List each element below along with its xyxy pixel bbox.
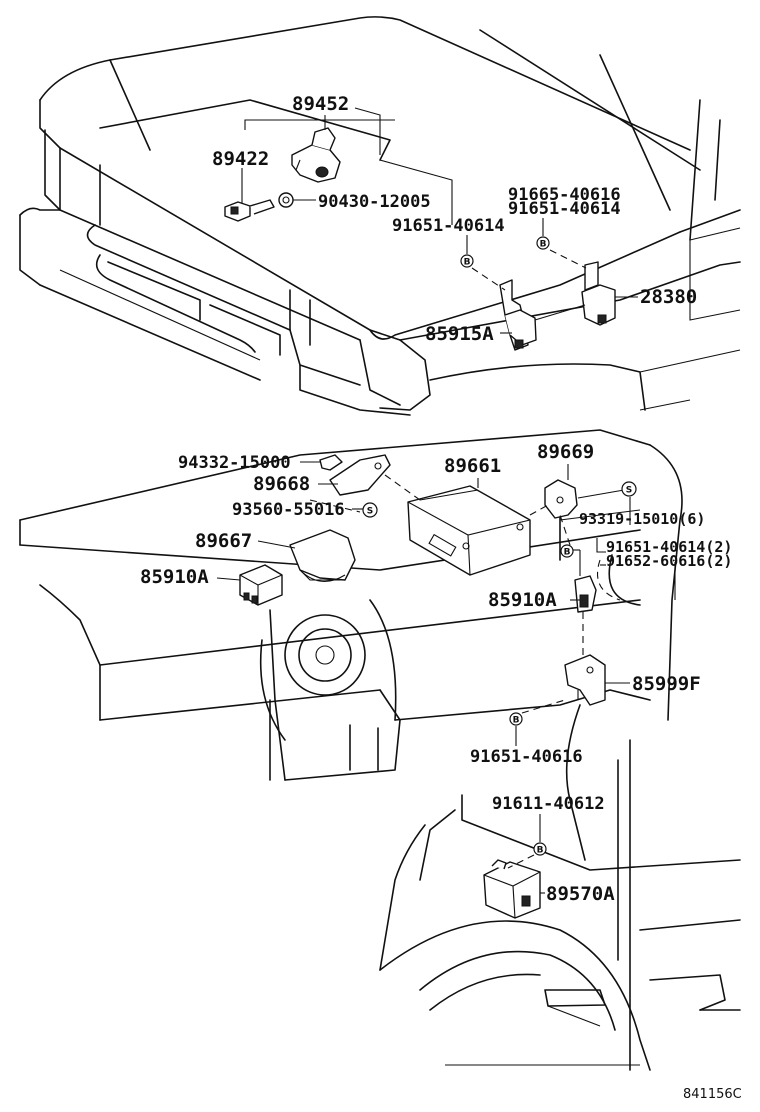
- label-91651-40614-middle: 91651-40614(2): [606, 538, 732, 556]
- module-89570A: [483, 859, 541, 919]
- label-85999F: 85999F: [632, 673, 701, 695]
- bracket-89668: [329, 454, 391, 496]
- relay-28380: [581, 261, 616, 326]
- screw-symbol-93319: S: [621, 481, 637, 497]
- label-85910A-left: 85910A: [140, 566, 209, 588]
- bracket-89669: [544, 479, 578, 519]
- relay-85910A-left: [239, 564, 283, 606]
- bolt-symbol-text: B: [564, 548, 571, 558]
- bolt-symbol-bottom: B: [533, 842, 547, 856]
- bolt-symbol-text: B: [464, 258, 471, 268]
- bolt-symbol-middle-1: B: [560, 544, 574, 558]
- label-91611-40612: 91611-40612: [492, 794, 605, 814]
- sensor-89422: [224, 199, 275, 222]
- label-93319-15010: 93319-15010(6): [579, 510, 705, 528]
- label-89452: 89452: [292, 93, 349, 115]
- label-89661: 89661: [444, 455, 501, 477]
- label-89570A: 89570A: [546, 883, 615, 905]
- bottom-leaders: [507, 814, 545, 894]
- middle-leaders: [216, 461, 676, 746]
- bracket-89667: [289, 529, 356, 581]
- relay-85910A-right: [574, 575, 597, 613]
- top-leaders: [241, 115, 638, 334]
- label-91651-40614-top-left: 91651-40614: [392, 216, 505, 236]
- front-body-outline: [19, 16, 741, 416]
- label-28380: 28380: [640, 286, 697, 308]
- air-flow-meter-89452: [291, 127, 341, 183]
- label-94332-15000: 94332-15000: [178, 453, 291, 473]
- screw-symbol-text: S: [626, 486, 632, 496]
- label-91651-40614-top-right: 91651-40614: [508, 199, 621, 219]
- label-90430-12005: 90430-12005: [318, 192, 431, 212]
- bolt-symbol-middle-2: B: [509, 712, 523, 726]
- bolt-symbol-top-1: B: [460, 254, 474, 268]
- label-89669: 89669: [537, 441, 594, 463]
- label-89422: 89422: [212, 148, 269, 170]
- ecu-89661: [407, 485, 531, 576]
- label-85910A-right: 85910A: [488, 589, 557, 611]
- screw-symbol-93560: S: [362, 502, 378, 518]
- bolt-symbol-text: B: [540, 240, 547, 250]
- bolt-symbol-text: B: [513, 716, 520, 726]
- bolt-symbol-text: B: [537, 846, 544, 856]
- bracket-85999F: [564, 654, 606, 706]
- label-93560-55016: 93560-55016: [232, 500, 345, 520]
- clip-94332-15000: [319, 454, 343, 471]
- label-91651-40616: 91651-40616: [470, 747, 583, 767]
- label-91665-40616: 91665-40616: [508, 185, 621, 205]
- reference-code: 841156C: [683, 1087, 742, 1102]
- label-85915A: 85915A: [425, 323, 494, 345]
- screw-symbol-text: S: [367, 507, 373, 517]
- label-89667: 89667: [195, 530, 252, 552]
- relay-85915A: [499, 279, 537, 351]
- bolt-symbol-top-2: B: [536, 236, 550, 250]
- label-91652-60616: 91652-60616(2): [606, 552, 732, 570]
- label-89668: 89668: [253, 473, 310, 495]
- rear-body-outline: [379, 704, 741, 1071]
- gasket-90430: [278, 192, 294, 208]
